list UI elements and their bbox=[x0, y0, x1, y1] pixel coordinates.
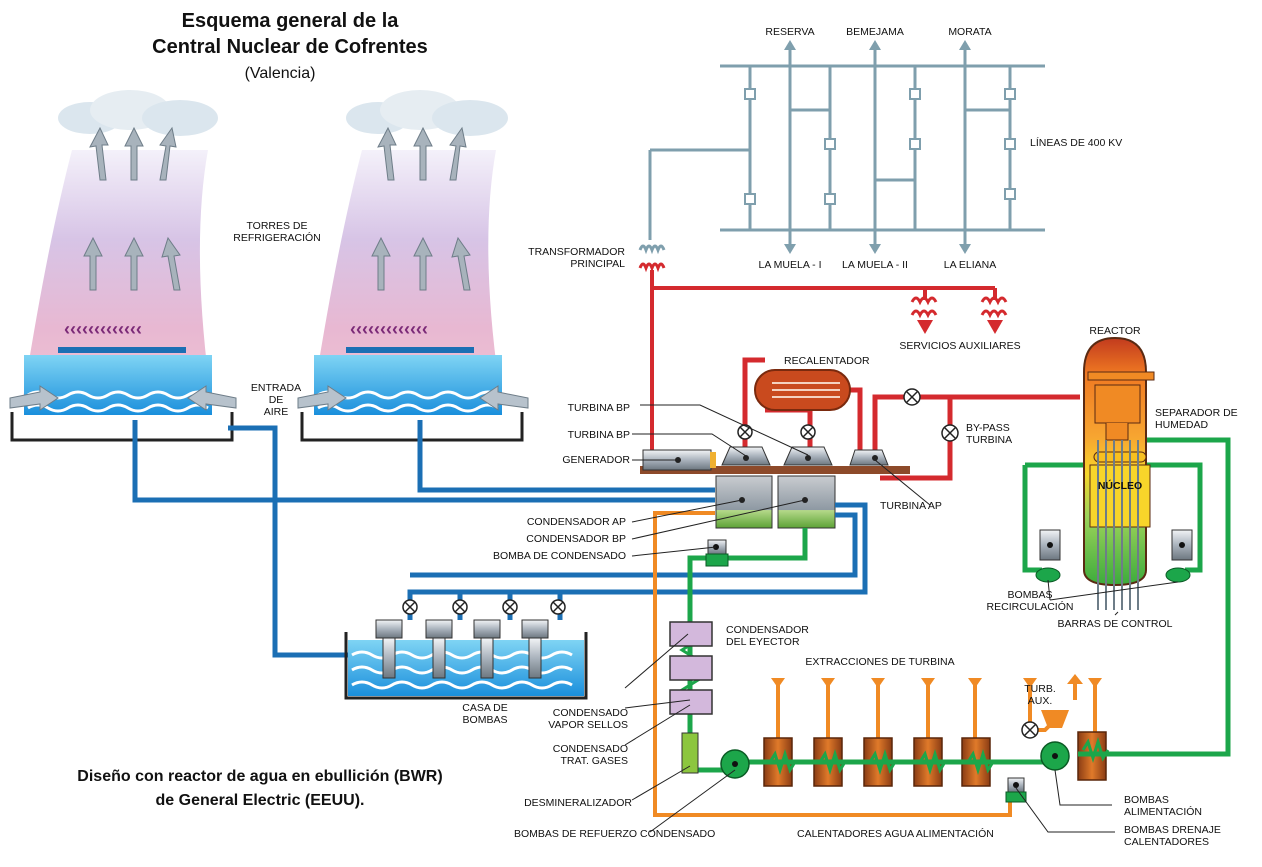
valve-icons bbox=[737, 388, 959, 442]
grid-label-reserva: RESERVA bbox=[765, 26, 815, 38]
reactor-label: REACTOR bbox=[1089, 325, 1141, 337]
aux-services-label: SERVICIOS AUXILIARES bbox=[899, 340, 1021, 352]
trat-gases-label-2: TRAT. GASES bbox=[560, 755, 629, 767]
towers-label-2: REFRIGERACIÓN bbox=[233, 232, 321, 244]
condensador-eyector-label-1: CONDENSADOR bbox=[726, 624, 809, 636]
turb-aux-valve bbox=[1021, 721, 1039, 739]
footer-line-2: de General Electric (EEUU). bbox=[155, 792, 365, 809]
bombas-drenaje-label-1: BOMBAS DRENAJE bbox=[1124, 824, 1221, 836]
turbina-ap-label: TURBINA AP bbox=[880, 500, 942, 512]
turb-aux-label-2: AUX. bbox=[1027, 695, 1053, 707]
turbine-set bbox=[640, 446, 910, 474]
grid-label-la-muela-2: LA MUELA - II bbox=[842, 259, 908, 271]
bomba-condensado-label: BOMBA DE CONDENSADO bbox=[492, 550, 626, 562]
leader-lines bbox=[624, 404, 1179, 833]
grid-label-morata: MORATA bbox=[948, 26, 992, 38]
generador-label: GENERADOR bbox=[562, 454, 630, 466]
ejector-boxes bbox=[669, 621, 713, 715]
condensador-bp-label: CONDENSADOR BP bbox=[526, 533, 626, 545]
bombas-drenaje-label-2: CALENTADORES bbox=[1124, 836, 1209, 848]
condensador-eyector-label-2: DEL EYECTOR bbox=[726, 636, 800, 648]
towers-label-1: TORRES DE bbox=[246, 220, 308, 232]
vapor-arrows bbox=[83, 126, 471, 291]
condensador-ap-label: CONDENSADOR AP bbox=[526, 516, 626, 528]
air-label-2: DE bbox=[268, 394, 284, 406]
bombas-refuerzo-label: BOMBAS DE REFUERZO CONDENSADO bbox=[514, 828, 716, 840]
condensers bbox=[715, 475, 836, 529]
cooling-tower-left: ‹‹‹‹‹‹‹‹‹‹‹‹‹ bbox=[10, 90, 234, 442]
turb-aux-label-1: TURB. bbox=[1024, 683, 1056, 695]
air-label-1: ENTRADA bbox=[250, 382, 302, 394]
turbina-bp-2-label: TURBINA BP bbox=[567, 429, 630, 441]
bombas-alimentacion-label-2: ALIMENTACIÓN bbox=[1124, 806, 1202, 818]
barras-control-label: BARRAS DE CONTROL bbox=[1057, 618, 1173, 630]
title-line-1: Esquema general de la bbox=[181, 10, 399, 32]
air-inlet-arrows bbox=[9, 385, 529, 411]
grid-label-la-muela-1: LA MUELA - I bbox=[758, 259, 822, 271]
grid-lines-label: LÍNEAS DE 400 KV bbox=[1030, 137, 1123, 149]
electric-lines bbox=[650, 270, 997, 455]
bombas-alimentacion-label-1: BOMBAS bbox=[1124, 794, 1169, 806]
air-label-3: AIRE bbox=[263, 406, 289, 418]
transformer-label-1: TRANSFORMADOR bbox=[528, 246, 625, 258]
demineralizer bbox=[681, 732, 699, 774]
casa-bombas-label-2: BOMBAS bbox=[462, 714, 508, 726]
title-subtitle: (Valencia) bbox=[244, 65, 316, 82]
trat-gases-label-1: CONDENSADO bbox=[552, 743, 628, 755]
pump-valves bbox=[402, 599, 566, 615]
aux-services-transformers bbox=[910, 296, 1008, 334]
svg-text:‹‹‹‹‹‹‹‹‹‹‹‹‹: ‹‹‹‹‹‹‹‹‹‹‹‹‹ bbox=[64, 319, 142, 339]
bypass-label-2: TURBINA bbox=[966, 434, 1013, 446]
grid-lines bbox=[648, 45, 1045, 248]
calentadores-label: CALENTADORES AGUA ALIMENTACIÓN bbox=[797, 828, 994, 840]
nucleo-label: NÚCLEO bbox=[1097, 480, 1143, 492]
cooling-tower-right: ‹‹‹‹‹‹‹‹‹‹‹‹‹ bbox=[300, 90, 524, 442]
main-transformer-icon bbox=[638, 244, 666, 273]
transformer-label-2: PRINCIPAL bbox=[570, 258, 625, 270]
extracciones-label: EXTRACCIONES DE TURBINA bbox=[805, 656, 955, 668]
casa-bombas-label-1: CASA DE bbox=[462, 702, 508, 714]
reheater-label: RECALENTADOR bbox=[784, 355, 870, 367]
grid-label-bemejama: BEMEJAMA bbox=[846, 26, 904, 38]
pump-house bbox=[344, 619, 588, 700]
title-line-2: Central Nuclear de Cofrentes bbox=[152, 36, 428, 58]
reheater bbox=[754, 369, 851, 411]
pumps bbox=[705, 539, 1070, 803]
desmineralizador-label: DESMINERALIZADOR bbox=[524, 797, 632, 809]
bombas-recirc-label-2: RECIRCULACIÓN bbox=[986, 601, 1074, 613]
grid-arrows bbox=[784, 40, 971, 254]
grid-label-la-eliana: LA ELIANA bbox=[943, 259, 997, 271]
bypass-label-1: BY-PASS bbox=[966, 422, 1010, 434]
footer-line-1: Diseño con reactor de agua en ebullición… bbox=[77, 768, 443, 785]
svg-text:‹‹‹‹‹‹‹‹‹‹‹‹‹: ‹‹‹‹‹‹‹‹‹‹‹‹‹ bbox=[350, 319, 428, 339]
reactor-vessel bbox=[1035, 336, 1193, 610]
separador-label-2: HUMEDAD bbox=[1155, 419, 1209, 431]
separador-label-1: SEPARADOR DE bbox=[1155, 407, 1238, 419]
vapor-sellos-label-1: CONDENSADO bbox=[552, 707, 628, 719]
turbina-bp-1-label: TURBINA BP bbox=[567, 402, 630, 414]
vapor-sellos-label-2: VAPOR SELLOS bbox=[548, 719, 628, 731]
grid-switches bbox=[744, 88, 1016, 205]
extraction-markers bbox=[771, 674, 1102, 728]
bombas-recirc-label-1: BOMBAS bbox=[1007, 589, 1053, 601]
